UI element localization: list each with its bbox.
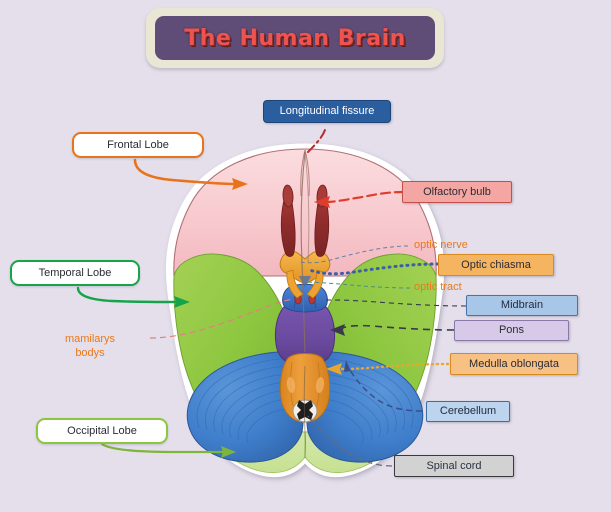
label-temporal-lobe[interactable]: Temporal Lobe: [10, 260, 140, 286]
cerebellum-left: [186, 351, 305, 463]
label-temporal-lobe-text: Temporal Lobe: [38, 266, 112, 279]
longitudinal-fissure-line: [300, 151, 306, 353]
label-frontal-lobe-text: Frontal Lobe: [107, 138, 169, 151]
connector-cerebellum: [349, 369, 423, 412]
label-optic-chiasma-text: Optic chiasma: [461, 258, 531, 271]
label-longitudinal-fissure[interactable]: Longitudinal fissure: [263, 100, 391, 123]
label-optic-nerve: optic nerve: [414, 239, 468, 253]
label-cerebellum[interactable]: Cerebellum: [426, 401, 510, 422]
connector-optic-nerve: [299, 245, 409, 264]
page-title: The Human Brain: [184, 25, 406, 51]
label-optic-chiasma[interactable]: Optic chiasma: [438, 254, 554, 276]
midbrain-region: [282, 283, 328, 313]
label-midbrain[interactable]: Midbrain: [466, 295, 578, 316]
connector-medulla-oblongata: [336, 362, 450, 371]
medulla-oblongata-region: [279, 353, 331, 423]
label-olfactory-bulb[interactable]: Olfactory bulb: [402, 181, 512, 203]
connector-spinal-cord: [307, 415, 393, 467]
connector-optic-chiasma: [308, 262, 440, 276]
connector-frontal-lobe: [133, 158, 238, 186]
spinal-cord-section: [292, 399, 318, 423]
label-medulla-oblongata-text: Medulla oblongata: [469, 357, 559, 370]
arrowhead-cerebellum: [344, 360, 353, 376]
label-pons-text: Pons: [498, 324, 525, 337]
connector-temporal-lobe: [76, 286, 178, 304]
brain-outline: [165, 143, 445, 478]
arrowhead-pons: [330, 324, 345, 336]
label-optic-tract-text: optic tract: [414, 281, 462, 293]
arrowhead-medulla: [326, 363, 342, 375]
connector-longitudinal-fissure: [307, 129, 326, 153]
temporal-lobe-left: [173, 253, 291, 433]
label-mamilary-bodies-line2: bodys: [75, 346, 105, 359]
label-optic-tract: optic tract: [414, 281, 462, 295]
connector-olfactory-bulb: [324, 190, 406, 204]
arrowhead-frontal-lobe: [232, 178, 248, 190]
label-midbrain-text: Midbrain: [500, 299, 544, 312]
label-longitudinal-fissure-text: Longitudinal fissure: [279, 105, 375, 118]
pons-region: [274, 301, 336, 367]
arrowhead-temporal-lobe: [174, 296, 190, 308]
connector-occipital-lobe: [100, 442, 226, 454]
label-cerebellum-text: Cerebellum: [439, 405, 497, 418]
label-mamilary-bodies: mamilarys bodys: [46, 333, 134, 361]
occipital-lobe-left: [195, 405, 306, 474]
mamillary-bodies: [294, 293, 316, 305]
connector-mamilary-bodies: [149, 298, 293, 339]
label-spinal-cord[interactable]: Spinal cord: [394, 455, 514, 477]
title-plate-inner: The Human Brain: [155, 16, 435, 60]
label-mamilary-bodies-line1: mamilarys: [64, 333, 116, 345]
label-occipital-lobe[interactable]: Occipital Lobe: [36, 418, 168, 444]
arrowhead-occipital-lobe: [221, 446, 236, 458]
connector-pons: [341, 324, 455, 331]
title-plate: The Human Brain: [146, 8, 444, 68]
label-olfactory-bulb-text: Olfactory bulb: [423, 185, 491, 198]
optic-chiasma-region: [279, 250, 331, 299]
frontal-lobe-region: [173, 148, 437, 277]
label-occipital-lobe-text: Occipital Lobe: [67, 424, 137, 437]
label-medulla-oblongata[interactable]: Medulla oblongata: [450, 353, 578, 375]
label-optic-nerve-text: optic nerve: [414, 239, 468, 251]
connector-optic-tract: [301, 281, 411, 289]
olfactory-bulb-right: [316, 184, 328, 208]
label-spinal-cord-text: Spinal cord: [426, 459, 482, 472]
arrowhead-olfactory-bulb: [314, 196, 330, 208]
connector-midbrain: [325, 299, 467, 307]
cerebellar-folia: [196, 357, 414, 444]
label-pons[interactable]: Pons: [454, 320, 569, 341]
olfactory-structures: [280, 184, 330, 257]
cerebellum-right: [305, 351, 424, 463]
olfactory-bulb-left: [282, 184, 294, 208]
label-frontal-lobe[interactable]: Frontal Lobe: [72, 132, 204, 158]
